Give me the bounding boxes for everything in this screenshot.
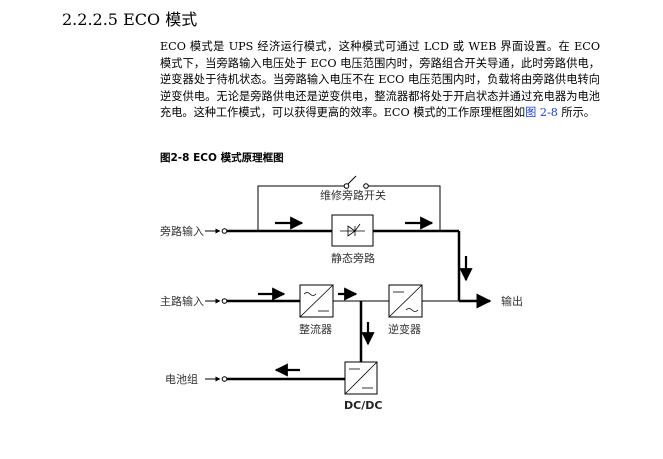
maintenance-bypass-switch-label: 维修旁路开关 [320,188,386,202]
inverter-label: 逆变器 [388,322,421,336]
rectifier-box [299,284,334,318]
rectifier-label: 整流器 [299,322,332,336]
paragraph-text-end: 所示。 [557,106,595,120]
battery-label: 电池组 [165,372,198,386]
dc-bus-path [359,301,375,362]
battery-path [205,363,345,382]
output-label: 输出 [501,294,523,308]
static-bypass-box [331,214,374,247]
main-input-label: 主路输入 [160,294,204,308]
dcdc-label: DC/DC [344,399,382,412]
dcdc-box [344,361,378,395]
section-paragraph: ECO 模式是 UPS 经济运行模式，这种模式可通过 LCD 或 WEB 界面设… [160,39,600,122]
figure-reference-link[interactable]: 图 2-8 [525,106,558,120]
bypass-flow-arrows [275,216,473,282]
main-input-path [205,293,492,309]
static-bypass-label: 静态旁路 [331,251,375,265]
maintenance-bypass-path [257,175,441,231]
inverter-box [388,284,423,318]
section-heading: 2.2.2.5 ECO 模式 [62,10,198,29]
paragraph-text: ECO 模式是 UPS 经济运行模式，这种模式可通过 LCD 或 WEB 界面设… [160,40,600,120]
figure-caption: 图2-8 ECO 模式原理框图 [160,152,284,164]
bypass-input-label: 旁路输入 [160,224,204,238]
bypass-input-path [205,228,461,301]
